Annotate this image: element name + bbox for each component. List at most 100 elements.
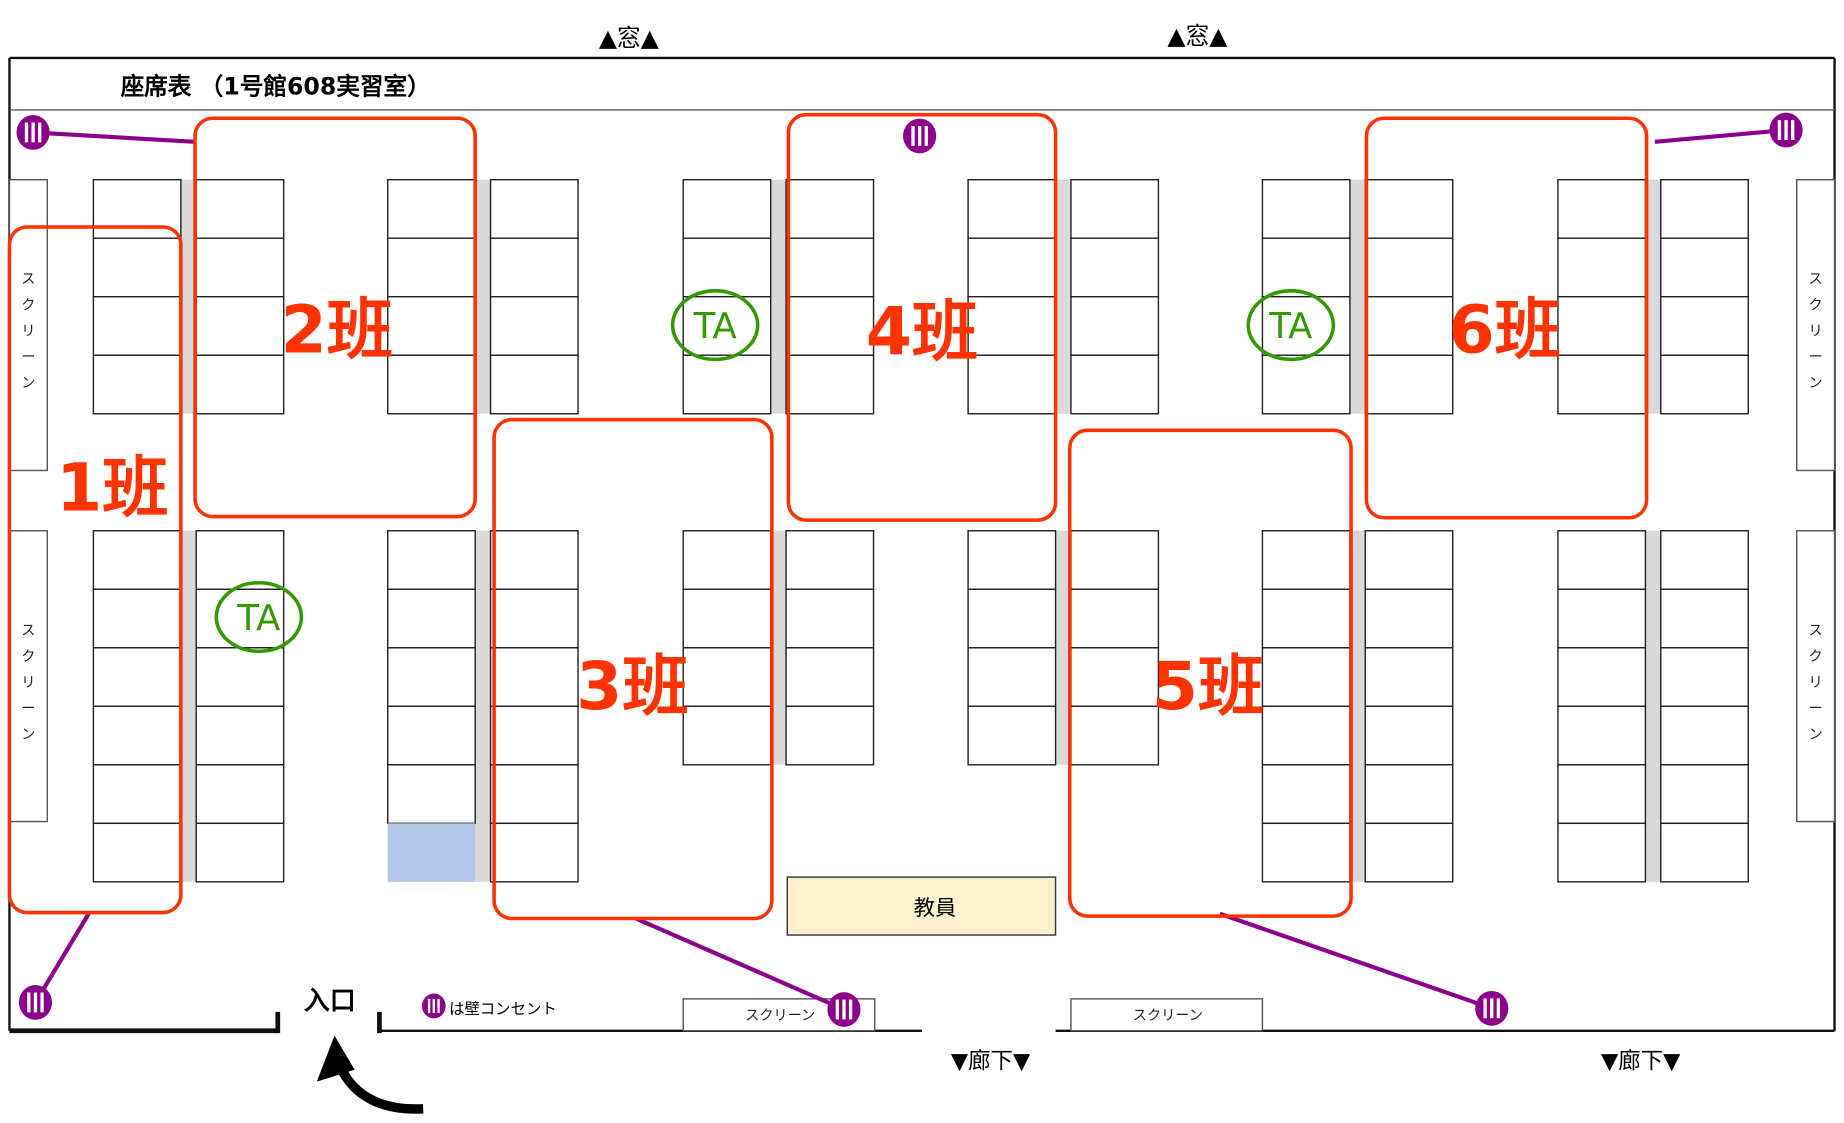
seat [1364, 764, 1454, 825]
side-screen: スクリーン [8, 530, 48, 823]
seat [1364, 530, 1454, 590]
seat [195, 764, 285, 825]
seat [1364, 178, 1454, 239]
outlet-legend: は壁コンセント [449, 1000, 557, 1018]
seat [92, 705, 182, 766]
seat [1261, 354, 1351, 415]
seat [1070, 178, 1160, 239]
window-label: ▲窓▲ [599, 24, 660, 52]
corridor-label: ▼廊下▼ [1601, 1049, 1681, 1075]
seat [1261, 296, 1351, 356]
group-outline [786, 112, 1058, 522]
seat [92, 822, 182, 883]
screen-label-char: ン [21, 727, 35, 743]
seat [785, 647, 875, 708]
group-label: 3班 [576, 648, 688, 725]
seat [489, 296, 579, 356]
seat [1364, 237, 1454, 298]
seat [1557, 588, 1647, 649]
desk-area [92, 178, 1749, 883]
screen-label-char: ン [1809, 376, 1823, 392]
seat [1070, 705, 1160, 766]
ta-marker: TA [1246, 289, 1336, 362]
seat [1261, 178, 1351, 239]
screen-label-char: リ [21, 324, 35, 340]
seat [195, 354, 285, 415]
side-screen: スクリーン [8, 178, 48, 472]
seat [1261, 822, 1351, 883]
seat [967, 178, 1057, 239]
desk-block [1261, 530, 1454, 883]
seat [785, 237, 875, 298]
seat [1557, 764, 1647, 825]
seat [1660, 764, 1749, 825]
seat [92, 530, 182, 590]
ta-label: TA [693, 306, 737, 347]
seat [489, 530, 579, 590]
seat [92, 588, 182, 649]
seat [1261, 764, 1351, 825]
seat [1660, 822, 1749, 883]
screen-label: スクリーン [1133, 1008, 1203, 1024]
outlet-icon [827, 992, 861, 1027]
seat [489, 647, 579, 708]
seat [1261, 237, 1351, 298]
seat [1070, 588, 1160, 649]
seat [1557, 530, 1647, 590]
page-title: 座席表 （1号館608実習室） [121, 73, 431, 101]
bottom-screen: スクリーン [1070, 998, 1264, 1032]
power-cords [32, 127, 1787, 1012]
seat [1364, 822, 1454, 883]
seat [1660, 354, 1749, 415]
group-outline [492, 417, 774, 921]
seat [967, 237, 1057, 298]
seat [682, 354, 772, 415]
seat [1070, 530, 1160, 590]
seat [1660, 296, 1749, 356]
seat [1660, 237, 1749, 298]
desk-block [1557, 530, 1749, 883]
seat [387, 354, 476, 415]
screen-label-char: ク [21, 649, 35, 665]
seat [1660, 530, 1749, 590]
seat [967, 705, 1057, 766]
screen-label-char: リ [1809, 675, 1823, 691]
seat [387, 237, 476, 298]
seat [682, 705, 772, 766]
desk-block [1261, 178, 1454, 415]
outlet-icon [18, 985, 53, 1020]
seat [967, 354, 1057, 415]
aisle-divider [180, 530, 197, 882]
entrance-arrow-icon [316, 1035, 424, 1114]
side-screen: スクリーン [1796, 178, 1836, 472]
aisle-divider [1055, 530, 1071, 765]
screen-label-char: ン [1809, 727, 1823, 743]
group-label: 2班 [281, 291, 393, 368]
seat [1557, 178, 1647, 239]
group-4: 4班 [786, 112, 1058, 522]
seat [682, 178, 772, 239]
seat [682, 237, 772, 298]
seat [785, 354, 875, 415]
group-label: 5班 [1152, 648, 1264, 725]
seat [1557, 237, 1647, 298]
aisle-divider [1645, 530, 1661, 882]
desk-block [967, 178, 1160, 415]
seat [195, 647, 285, 708]
desk-block [682, 178, 875, 415]
aisle-divider [475, 179, 491, 414]
seat [1261, 530, 1351, 590]
aisle-divider [180, 179, 197, 414]
screen-label: スクリーン [745, 1008, 815, 1024]
seat [1261, 705, 1351, 766]
aisle-divider [1645, 179, 1661, 414]
seat [1364, 588, 1454, 649]
desk-block [967, 530, 1160, 766]
seat [1364, 296, 1454, 356]
ta-label: TA [1268, 306, 1312, 347]
group-2: 2班 [193, 116, 477, 519]
seat [1261, 588, 1351, 649]
seat [1364, 705, 1454, 766]
seat [489, 354, 579, 415]
